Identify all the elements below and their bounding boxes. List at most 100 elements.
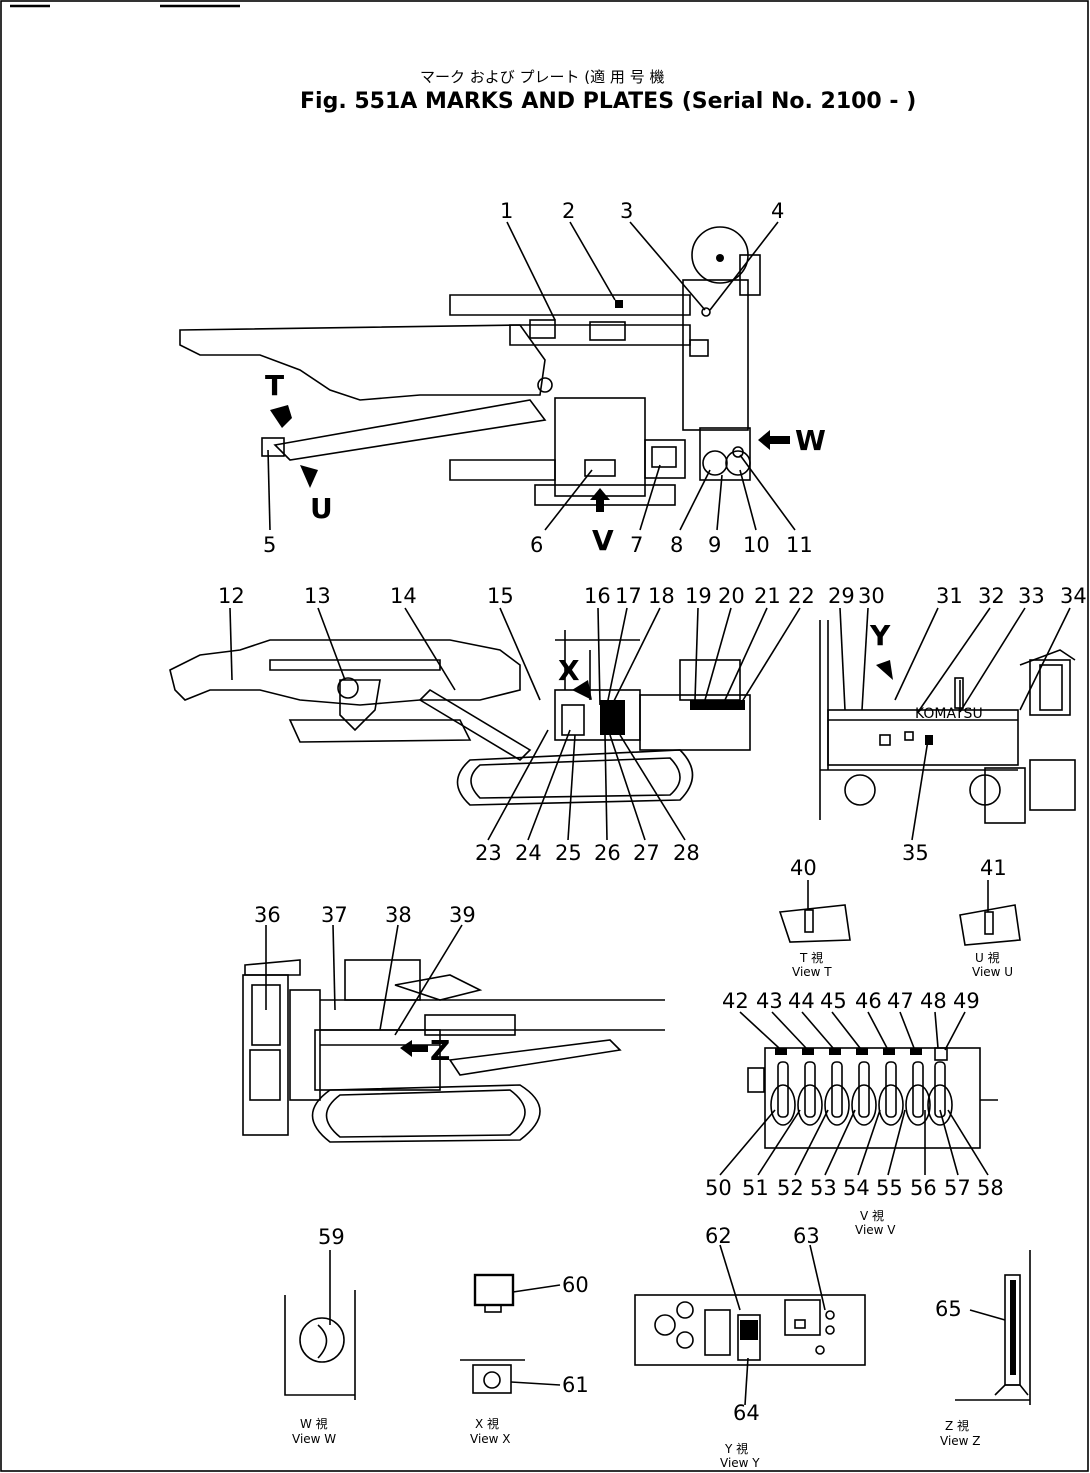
view-arrow-u	[300, 465, 318, 488]
callout-15: 15	[487, 584, 514, 608]
callout-1: 1	[500, 199, 513, 223]
callout-35: 35	[902, 841, 929, 865]
callout-39: 39	[449, 903, 476, 927]
view-u-caption: View U	[972, 965, 1013, 979]
view-letter-v: V	[592, 524, 614, 557]
view-z-detail	[955, 1250, 1031, 1405]
callout-37: 37	[321, 903, 348, 927]
callout-47: 47	[887, 989, 914, 1013]
view-letter-w: W	[795, 424, 826, 457]
callout-52: 52	[777, 1176, 804, 1200]
callout-19: 19	[685, 584, 712, 608]
callout-28: 28	[673, 841, 700, 865]
callout-17: 17	[615, 584, 642, 608]
callout-41: 41	[980, 856, 1007, 880]
callout-50: 50	[705, 1176, 732, 1200]
view-u-jp: U 視	[975, 950, 1000, 965]
callout-14: 14	[390, 584, 417, 608]
callout-25: 25	[555, 841, 582, 865]
callout-63: 63	[793, 1224, 820, 1248]
callout-12: 12	[218, 584, 245, 608]
callout-51: 51	[742, 1176, 769, 1200]
view-arrow-x	[572, 680, 592, 700]
callout-32: 32	[978, 584, 1005, 608]
front-machine-drawing	[242, 924, 665, 1143]
view-y-jp: Y 視	[724, 1441, 748, 1456]
view-x-caption: View X	[470, 1432, 511, 1446]
callout-49: 49	[953, 989, 980, 1013]
view-letter-t: T	[265, 369, 284, 402]
callout-20: 20	[718, 584, 745, 608]
view-v-lever-panel	[719, 1011, 998, 1176]
callout-33: 33	[1018, 584, 1045, 608]
callout-43: 43	[756, 989, 783, 1013]
view-arrow-z	[400, 1040, 428, 1057]
view-z-caption: View Z	[940, 1434, 981, 1448]
figure-title: Fig. 551A MARKS AND PLATES (Serial No. 2…	[300, 89, 916, 114]
callout-38: 38	[385, 903, 412, 927]
view-u-detail	[959, 880, 1021, 946]
side-machine-drawing	[169, 607, 801, 841]
callout-61: 61	[562, 1373, 589, 1397]
callout-57: 57	[944, 1176, 971, 1200]
view-arrow-t	[270, 405, 292, 428]
callout-36: 36	[254, 903, 281, 927]
callout-23: 23	[475, 841, 502, 865]
title-japanese: マーク および プレート (適 用 号 機	[420, 68, 664, 86]
view-letter-u: U	[310, 492, 333, 525]
callout-64: 64	[733, 1401, 760, 1425]
callout-8: 8	[670, 533, 683, 557]
view-y-instrument-panel	[634, 1244, 866, 1406]
callout-53: 53	[810, 1176, 837, 1200]
callout-48: 48	[920, 989, 947, 1013]
callout-18: 18	[648, 584, 675, 608]
callout-10: 10	[743, 533, 770, 557]
callout-21: 21	[754, 584, 781, 608]
view-w-detail	[284, 1250, 356, 1400]
callout-45: 45	[820, 989, 847, 1013]
callout-55: 55	[876, 1176, 903, 1200]
callout-7: 7	[630, 533, 643, 557]
callout-46: 46	[855, 989, 882, 1013]
callout-26: 26	[594, 841, 621, 865]
callout-31: 31	[936, 584, 963, 608]
callout-9: 9	[708, 533, 721, 557]
view-v-jp: V 視	[860, 1208, 884, 1223]
callout-60: 60	[562, 1273, 589, 1297]
callout-65: 65	[935, 1297, 962, 1321]
callout-2: 2	[562, 199, 575, 223]
view-t-jp: T 視	[799, 950, 823, 965]
callout-16: 16	[584, 584, 611, 608]
callout-3: 3	[620, 199, 633, 223]
komatsu-logo-plate: KOMATSU	[915, 706, 983, 722]
callout-59: 59	[318, 1225, 345, 1249]
callout-44: 44	[788, 989, 815, 1013]
callout-24: 24	[515, 841, 542, 865]
view-t-detail	[778, 880, 851, 943]
callout-62: 62	[705, 1224, 732, 1248]
callout-13: 13	[304, 584, 331, 608]
callout-58: 58	[977, 1176, 1004, 1200]
view-y-caption: View Y	[720, 1456, 760, 1470]
callout-6: 6	[530, 533, 543, 557]
callout-29: 29	[828, 584, 855, 608]
callout-34: 34	[1060, 584, 1087, 608]
view-x-jp: X 視	[475, 1416, 499, 1431]
callout-5: 5	[263, 533, 276, 557]
callout-54: 54	[843, 1176, 870, 1200]
callout-30: 30	[858, 584, 885, 608]
view-v-caption: View V	[855, 1223, 896, 1237]
callout-42: 42	[722, 989, 749, 1013]
view-z-jp: Z 視	[945, 1418, 969, 1433]
callout-27: 27	[633, 841, 660, 865]
view-arrow-v	[590, 488, 610, 512]
view-letter-z: Z	[430, 1034, 450, 1067]
callout-40: 40	[790, 856, 817, 880]
view-arrow-y	[876, 660, 893, 680]
rear-machine-drawing: KOMATSU	[819, 607, 1076, 841]
view-letter-x: X	[558, 654, 580, 687]
view-t-caption: View T	[792, 965, 832, 979]
